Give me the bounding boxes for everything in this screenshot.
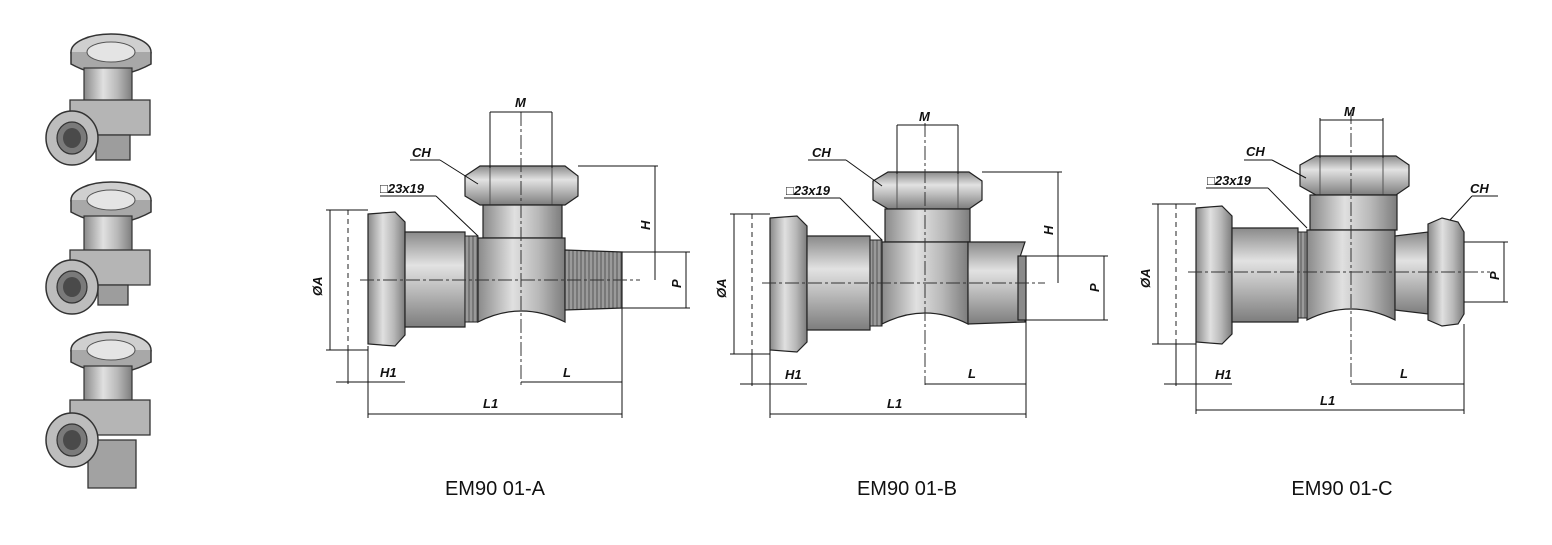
label-a-c: ØA [1138, 269, 1153, 289]
label-p-c: P [1487, 271, 1502, 280]
caption-em90-01-c: EM90 01-C [1291, 478, 1393, 500]
iso-thumbnail-a [45, 33, 152, 166]
label-l1-c: L1 [1320, 393, 1335, 408]
caption-em90-01-a: EM90 01-A [444, 478, 546, 500]
label-m-a: M [515, 95, 527, 110]
label-h1-b: H1 [785, 367, 802, 382]
label-h1-c: H1 [1215, 367, 1232, 382]
drawing-em90-01-a [326, 111, 690, 418]
label-ch2-c: CH [1470, 181, 1489, 196]
label-sq-c: □23x19 [1207, 173, 1252, 188]
drawing-em90-01-c [1152, 110, 1508, 414]
label-l-a: L [563, 365, 571, 380]
iso-thumbnail-c [45, 331, 152, 489]
label-h-b: H [1041, 225, 1056, 235]
label-ch-a: CH [412, 145, 431, 160]
label-m-c: M [1344, 104, 1356, 119]
label-l1-b: L1 [887, 396, 902, 411]
label-ch-c: CH [1246, 144, 1265, 159]
label-ch-b: CH [812, 145, 831, 160]
label-p-b: P [1087, 283, 1102, 292]
drawing-em90-01-b [730, 123, 1108, 418]
label-p-a: P [669, 279, 684, 288]
label-sq-b: □23x19 [786, 183, 831, 198]
label-a-a: ØA [310, 277, 325, 297]
label-a-b: ØA [714, 279, 729, 299]
label-h-a: H [638, 220, 653, 230]
label-l-c: L [1400, 366, 1408, 381]
label-h1-a: H1 [380, 365, 397, 380]
label-m-b: M [919, 109, 931, 124]
label-l-b: L [968, 366, 976, 381]
label-sq-a: □23x19 [380, 181, 425, 196]
caption-em90-01-b: EM90 01-B [856, 478, 958, 500]
iso-thumbnail-b [45, 181, 152, 315]
label-l1-a: L1 [483, 396, 498, 411]
